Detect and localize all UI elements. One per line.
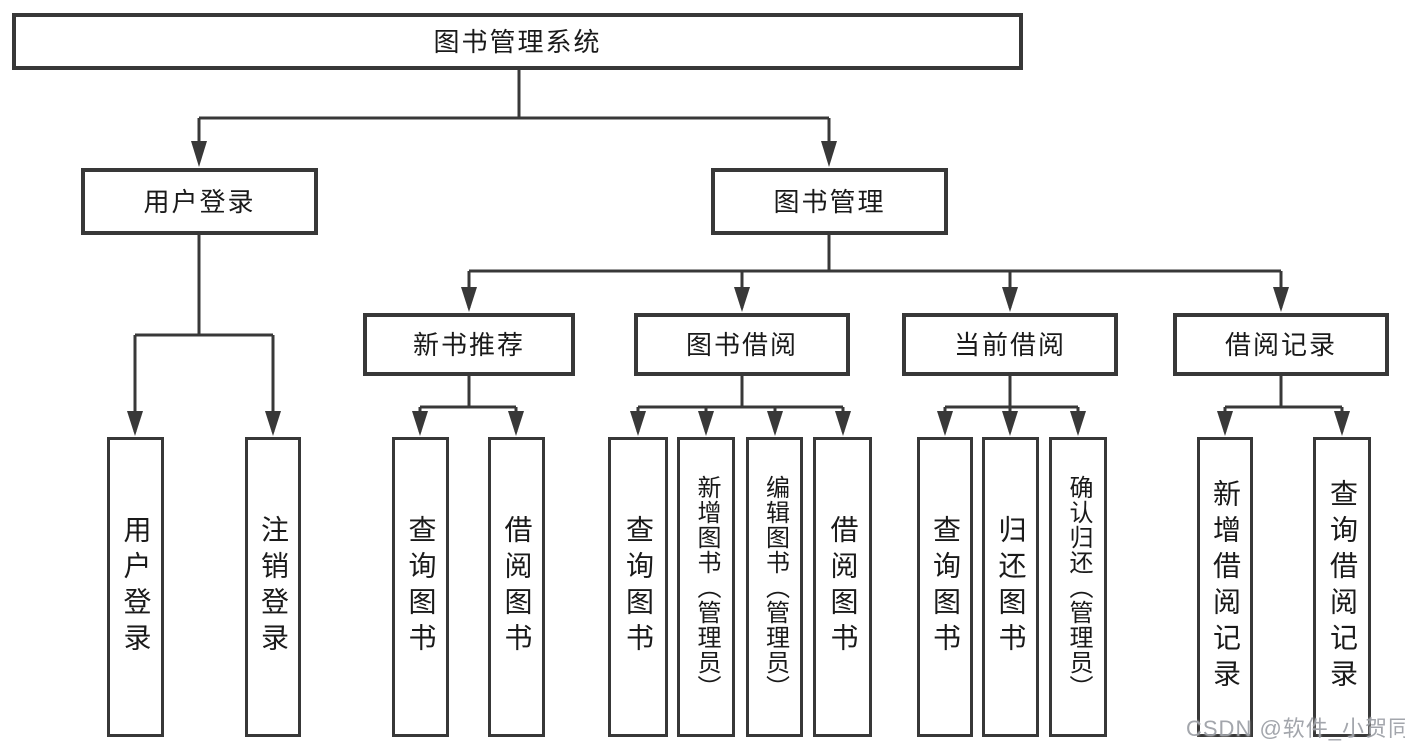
node-book-management: 图书管理 (711, 168, 948, 235)
leaf-edit-book-admin: 编辑图书（管理员） (746, 437, 803, 737)
leaf-borrow-books-recommend-label: 借阅图书 (501, 515, 533, 659)
node-current-borrowing-label: 当前借阅 (953, 329, 1066, 360)
node-borrowing-records-label: 借阅记录 (1224, 329, 1337, 360)
leaf-query-borrow-record: 查询借阅记录 (1313, 437, 1371, 737)
watermark: CSDN @软件_小贺同学 (1186, 716, 1405, 741)
leaf-borrow-books-recommend: 借阅图书 (488, 437, 545, 737)
node-new-book-recommend-label: 新书推荐 (412, 329, 525, 360)
node-user-login: 用户登录 (81, 168, 318, 235)
leaf-user-login: 用户登录 (107, 437, 164, 737)
leaf-return-book-label: 归还图书 (995, 515, 1027, 659)
node-new-book-recommend: 新书推荐 (363, 313, 575, 376)
leaf-query-books-recommend-label: 查询图书 (405, 515, 437, 659)
node-book-borrowing: 图书借阅 (634, 313, 850, 376)
leaf-query-books-borrow: 查询图书 (608, 437, 668, 737)
leaf-return-book: 归还图书 (982, 437, 1039, 737)
node-user-login-label: 用户登录 (143, 186, 256, 217)
leaf-user-login-label: 用户登录 (120, 515, 152, 659)
leaf-edit-book-admin-label: 编辑图书（管理员） (761, 474, 789, 700)
leaf-add-borrow-record-label: 新增借阅记录 (1210, 479, 1241, 695)
leaf-add-book-admin-label: 新增图书（管理员） (693, 474, 720, 700)
leaf-add-borrow-record: 新增借阅记录 (1197, 437, 1253, 737)
leaf-borrow-books-borrow: 借阅图书 (813, 437, 872, 737)
leaf-query-books-current: 查询图书 (917, 437, 973, 737)
node-root-label: 图书管理系统 (433, 26, 602, 57)
leaf-query-borrow-record-label: 查询借阅记录 (1327, 479, 1358, 695)
leaf-query-books-borrow-label: 查询图书 (623, 515, 654, 659)
node-book-management-label: 图书管理 (773, 186, 886, 217)
leaf-confirm-return-admin: 确认归还（管理员） (1049, 437, 1107, 737)
leaf-query-books-current-label: 查询图书 (930, 515, 961, 659)
node-borrowing-records: 借阅记录 (1173, 313, 1389, 376)
node-book-borrowing-label: 图书借阅 (685, 329, 798, 360)
leaf-confirm-return-admin-label: 确认归还（管理员） (1065, 474, 1092, 700)
leaf-borrow-books-borrow-label: 借阅图书 (827, 515, 859, 659)
leaf-query-books-recommend: 查询图书 (392, 437, 449, 737)
node-current-borrowing: 当前借阅 (902, 313, 1118, 376)
leaf-logout: 注销登录 (245, 437, 301, 737)
leaf-add-book-admin: 新增图书（管理员） (677, 437, 735, 737)
node-root: 图书管理系统 (12, 13, 1023, 70)
leaf-logout-label: 注销登录 (258, 515, 289, 659)
